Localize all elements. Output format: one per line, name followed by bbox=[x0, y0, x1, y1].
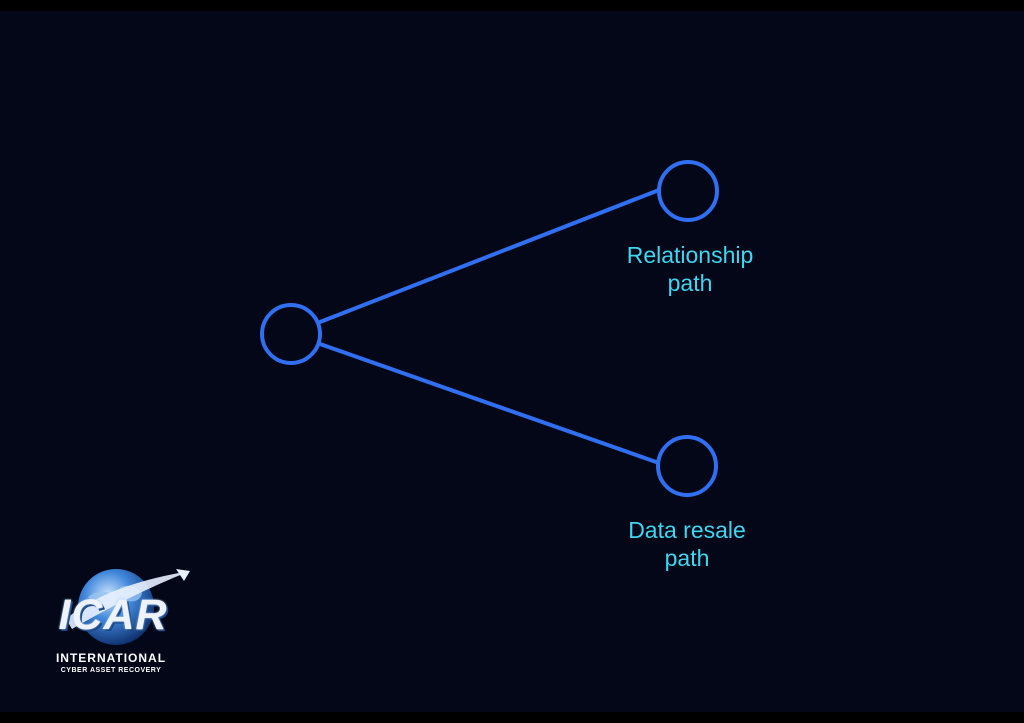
slide-canvas: Relationship path Data resale path ICAR … bbox=[0, 11, 1024, 712]
edge-relationship-path bbox=[318, 188, 661, 324]
relationship-path-label: Relationship path bbox=[626, 242, 754, 296]
edge-data-resale-path bbox=[318, 342, 661, 465]
logo-line-international: INTERNATIONAL bbox=[55, 651, 167, 665]
data-resale-path-label: Data resale path bbox=[628, 517, 746, 571]
branch-diagram bbox=[260, 160, 719, 497]
relationship-path-node bbox=[657, 160, 719, 222]
globe-icon bbox=[66, 569, 190, 645]
icar-logo: ICAR INTERNATIONAL CYBER ASSET RECOVERY bbox=[36, 557, 196, 687]
logo-wordmark: ICAR bbox=[58, 591, 168, 639]
root-node bbox=[260, 303, 322, 365]
data-resale-path-node bbox=[656, 435, 718, 497]
logo-line-cyber-asset-recovery: CYBER ASSET RECOVERY bbox=[60, 667, 162, 674]
